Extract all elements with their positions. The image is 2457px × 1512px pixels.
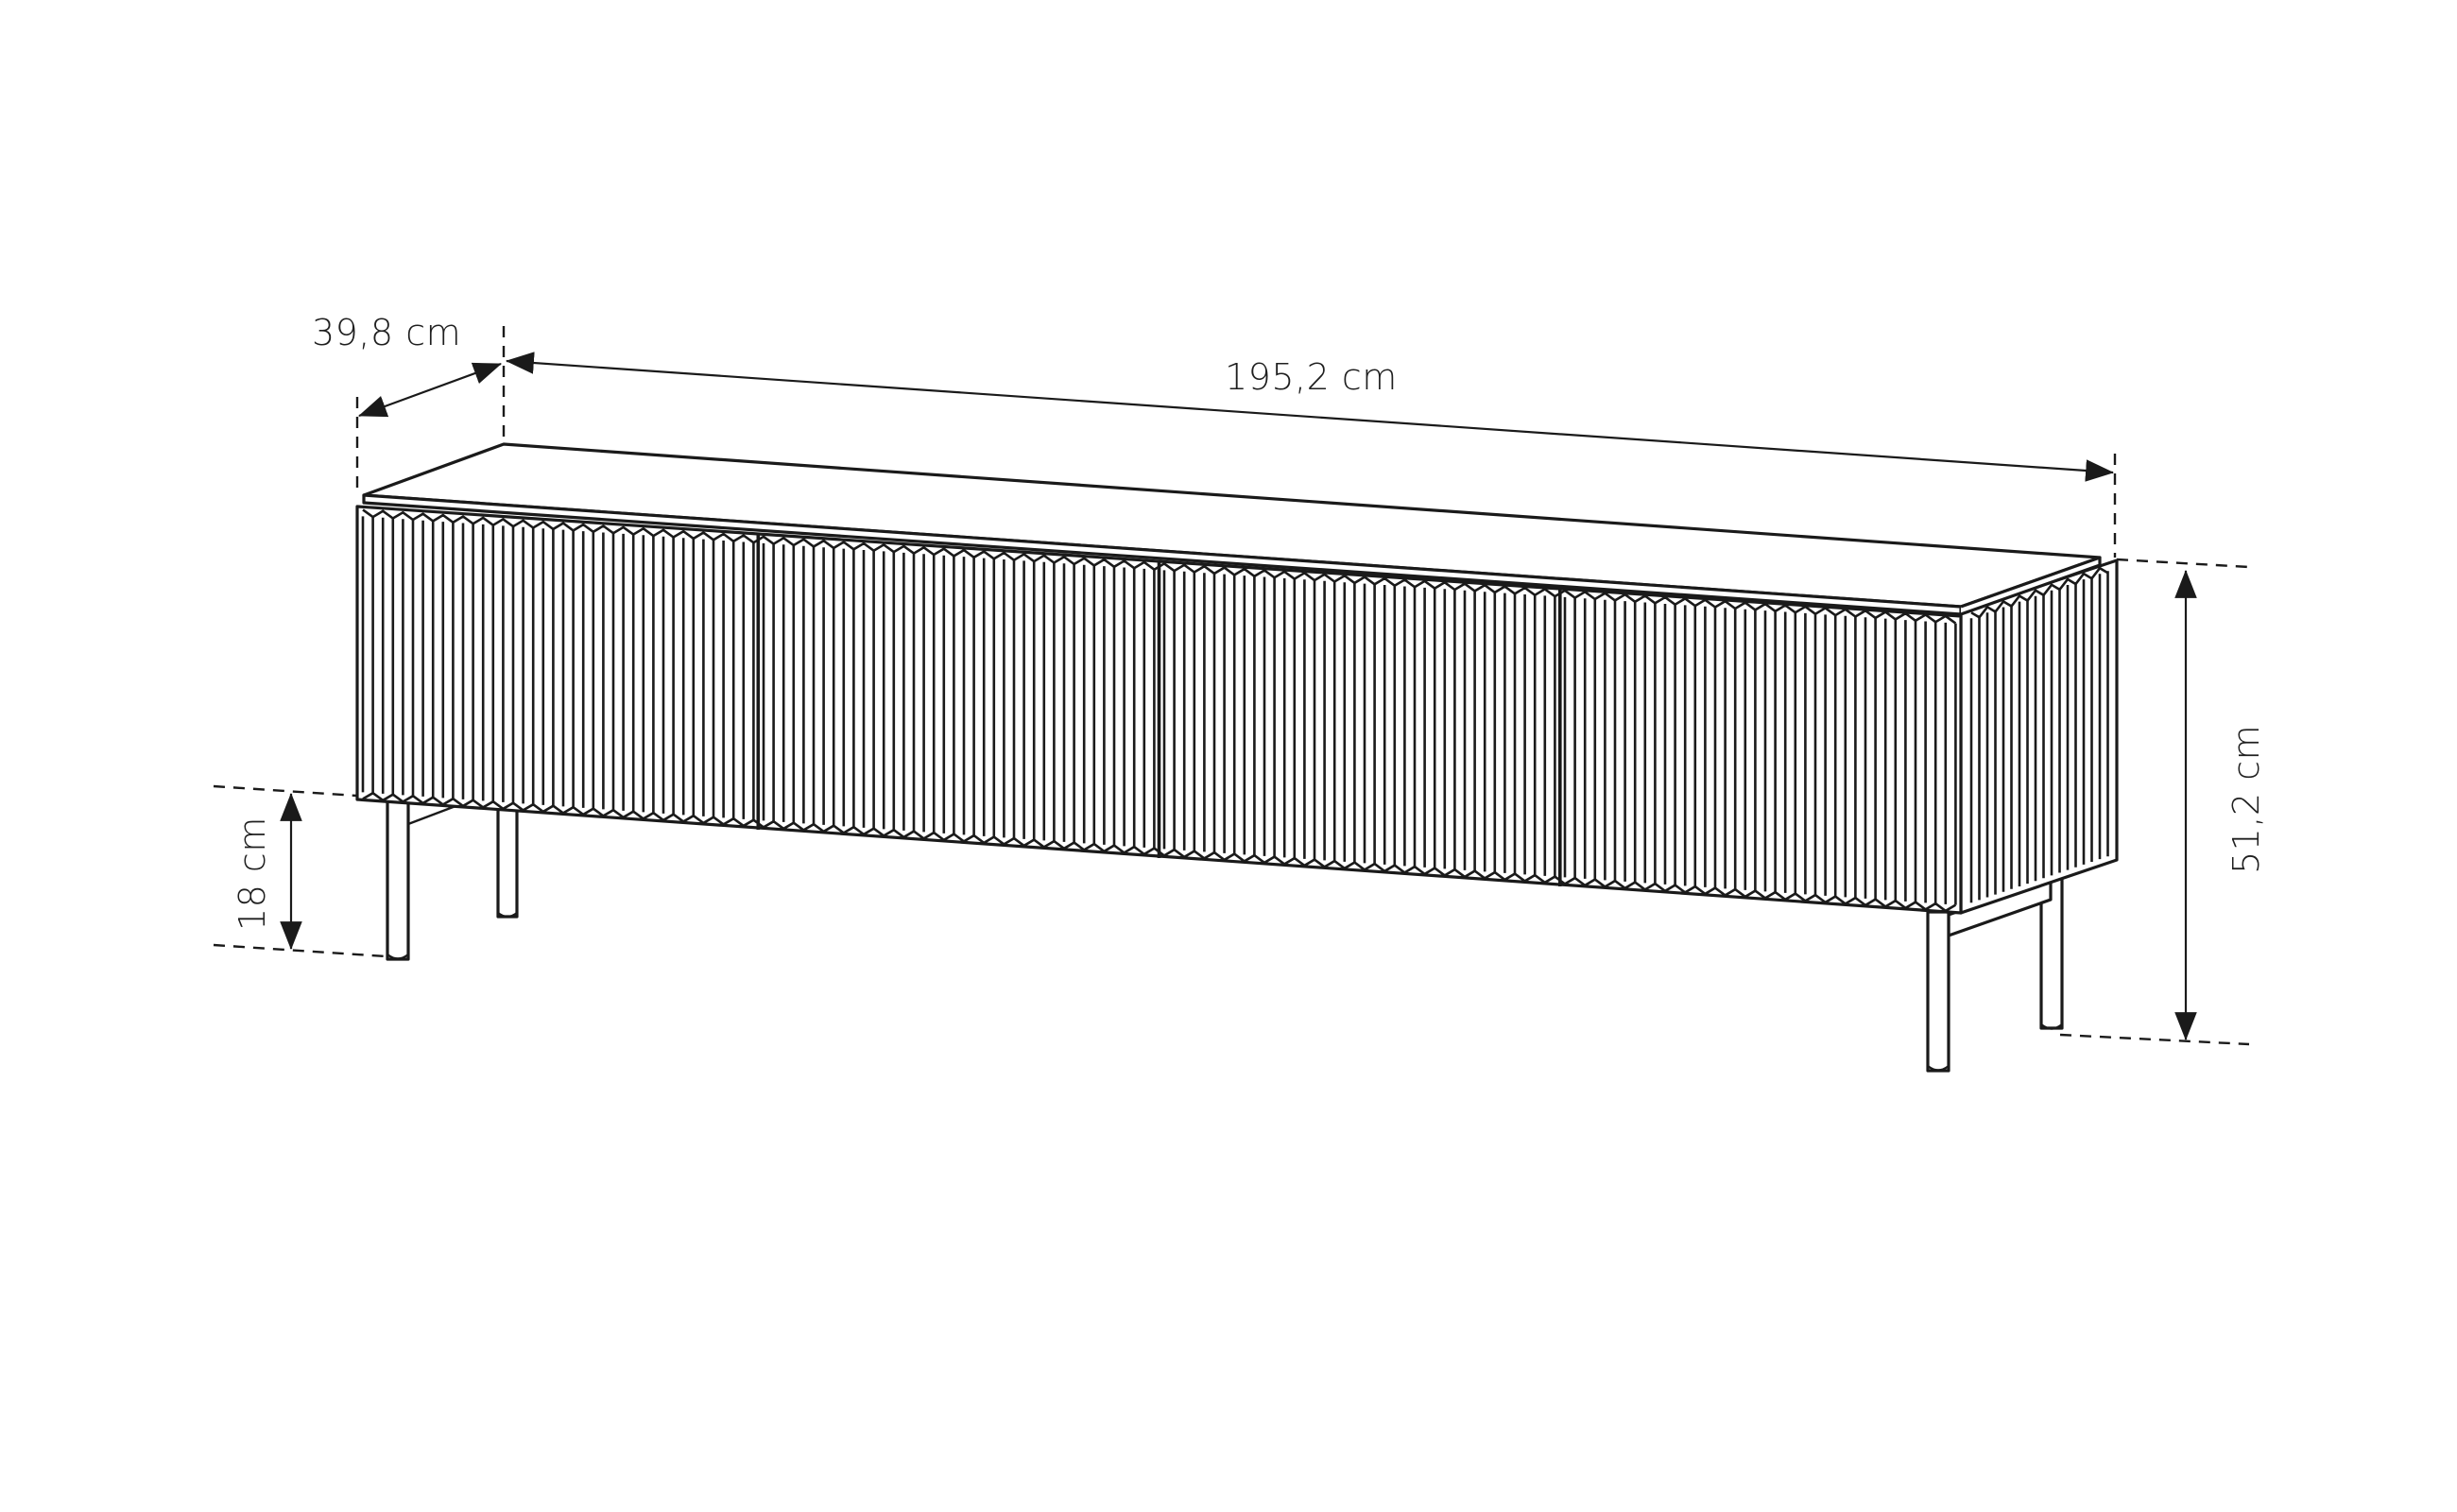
dimension-leg-height: 18 cm [213, 784, 387, 958]
cabinet-body [355, 442, 2119, 915]
cabinet-side-face [1959, 558, 2119, 915]
width-label: 195,2 cm [1225, 356, 1398, 398]
dimension-width: 195,2 cm [505, 352, 2117, 558]
depth-label: 39,8 cm [312, 312, 461, 353]
dimension-height: 51,2 cm [2059, 558, 2267, 1046]
leg-front-right [1926, 910, 1950, 1073]
leg-front-left [386, 797, 410, 961]
cabinet-legs [386, 797, 2064, 1073]
leg-back-right [2039, 868, 2064, 1030]
leg-height-label: 18 cm [232, 816, 273, 931]
side-fluting [1969, 566, 2109, 903]
height-label: 51,2 cm [2225, 725, 2267, 874]
leg-back-left [496, 801, 519, 919]
door-panel-divisions [756, 533, 1562, 886]
dimension-depth: 39,8 cm [312, 312, 506, 491]
